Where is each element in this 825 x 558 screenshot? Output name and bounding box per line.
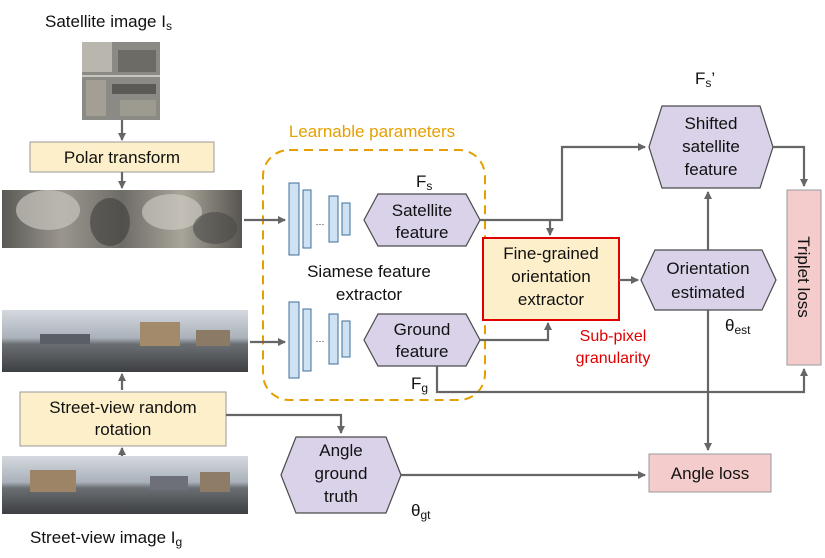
theta-est-label: θest [725,316,751,337]
street-view-image-title: Street-view image Ig [30,528,182,549]
satellite-feature-label-1: Satellite [392,201,452,220]
ground-feature-label-2: feature [396,342,449,361]
triplet-loss-box [786,189,822,366]
shifted-label-1: Shifted [685,114,738,133]
fine-grained-label-2: orientation [511,267,590,286]
random-rotation-box [19,391,227,447]
theta-gt-label: θgt [411,501,431,522]
angle-loss-label: Angle loss [671,464,749,483]
satellite-image [82,42,160,120]
satellite-feature-label-2: feature [396,223,449,242]
random-rotation-label-2: rotation [95,420,152,439]
random-rotation-label-1: Street-view random [49,398,196,417]
rotated-street-image [2,310,248,372]
subpixel-label-2: granularity [576,350,651,367]
learnable-region [262,149,486,401]
subpixel-label-1: Sub-pixel [580,328,647,345]
polar-transform-box [29,141,215,173]
angle-gt-label-1: Angle [319,441,362,460]
fine-grained-label-3: extractor [518,290,584,309]
siamese-label-1: Siamese feature [307,262,431,281]
top-ellipsis: ··· [316,219,325,229]
orientation-label-2: estimated [671,283,745,302]
satellite-image-title: Satellite image Is [45,12,172,33]
angle-gt-label-3: truth [324,487,358,506]
angle-gt-label-2: ground [315,464,368,483]
bottom-ellipsis: ··· [316,336,325,346]
street-view-image [2,456,248,514]
angle-loss-box [648,453,772,493]
siamese-label-2: extractor [336,285,402,304]
triplet-loss-label: Triplet loss [794,236,813,318]
polar-transform-label: Polar transform [64,148,180,167]
fine-grained-label-1: Fine-grained [503,244,598,263]
fg-label: Fg [411,374,428,395]
polar-image [2,190,242,248]
fs-shift-label: Fs’ [695,69,715,90]
flow-arrows [118,120,808,479]
ground-extractor-layers [288,301,351,379]
shifted-label-2: satellite [682,137,740,156]
fine-grained-extractor-box [482,237,620,321]
shifted-label-3: feature [685,160,738,179]
ground-feature-label-1: Ground [394,320,451,339]
fs-label: Fs [416,172,432,193]
orientation-label-1: Orientation [666,259,749,278]
orientation-estimated-node [640,249,777,311]
satellite-extractor-layers [288,182,351,256]
learnable-label: Learnable parameters [289,122,455,141]
